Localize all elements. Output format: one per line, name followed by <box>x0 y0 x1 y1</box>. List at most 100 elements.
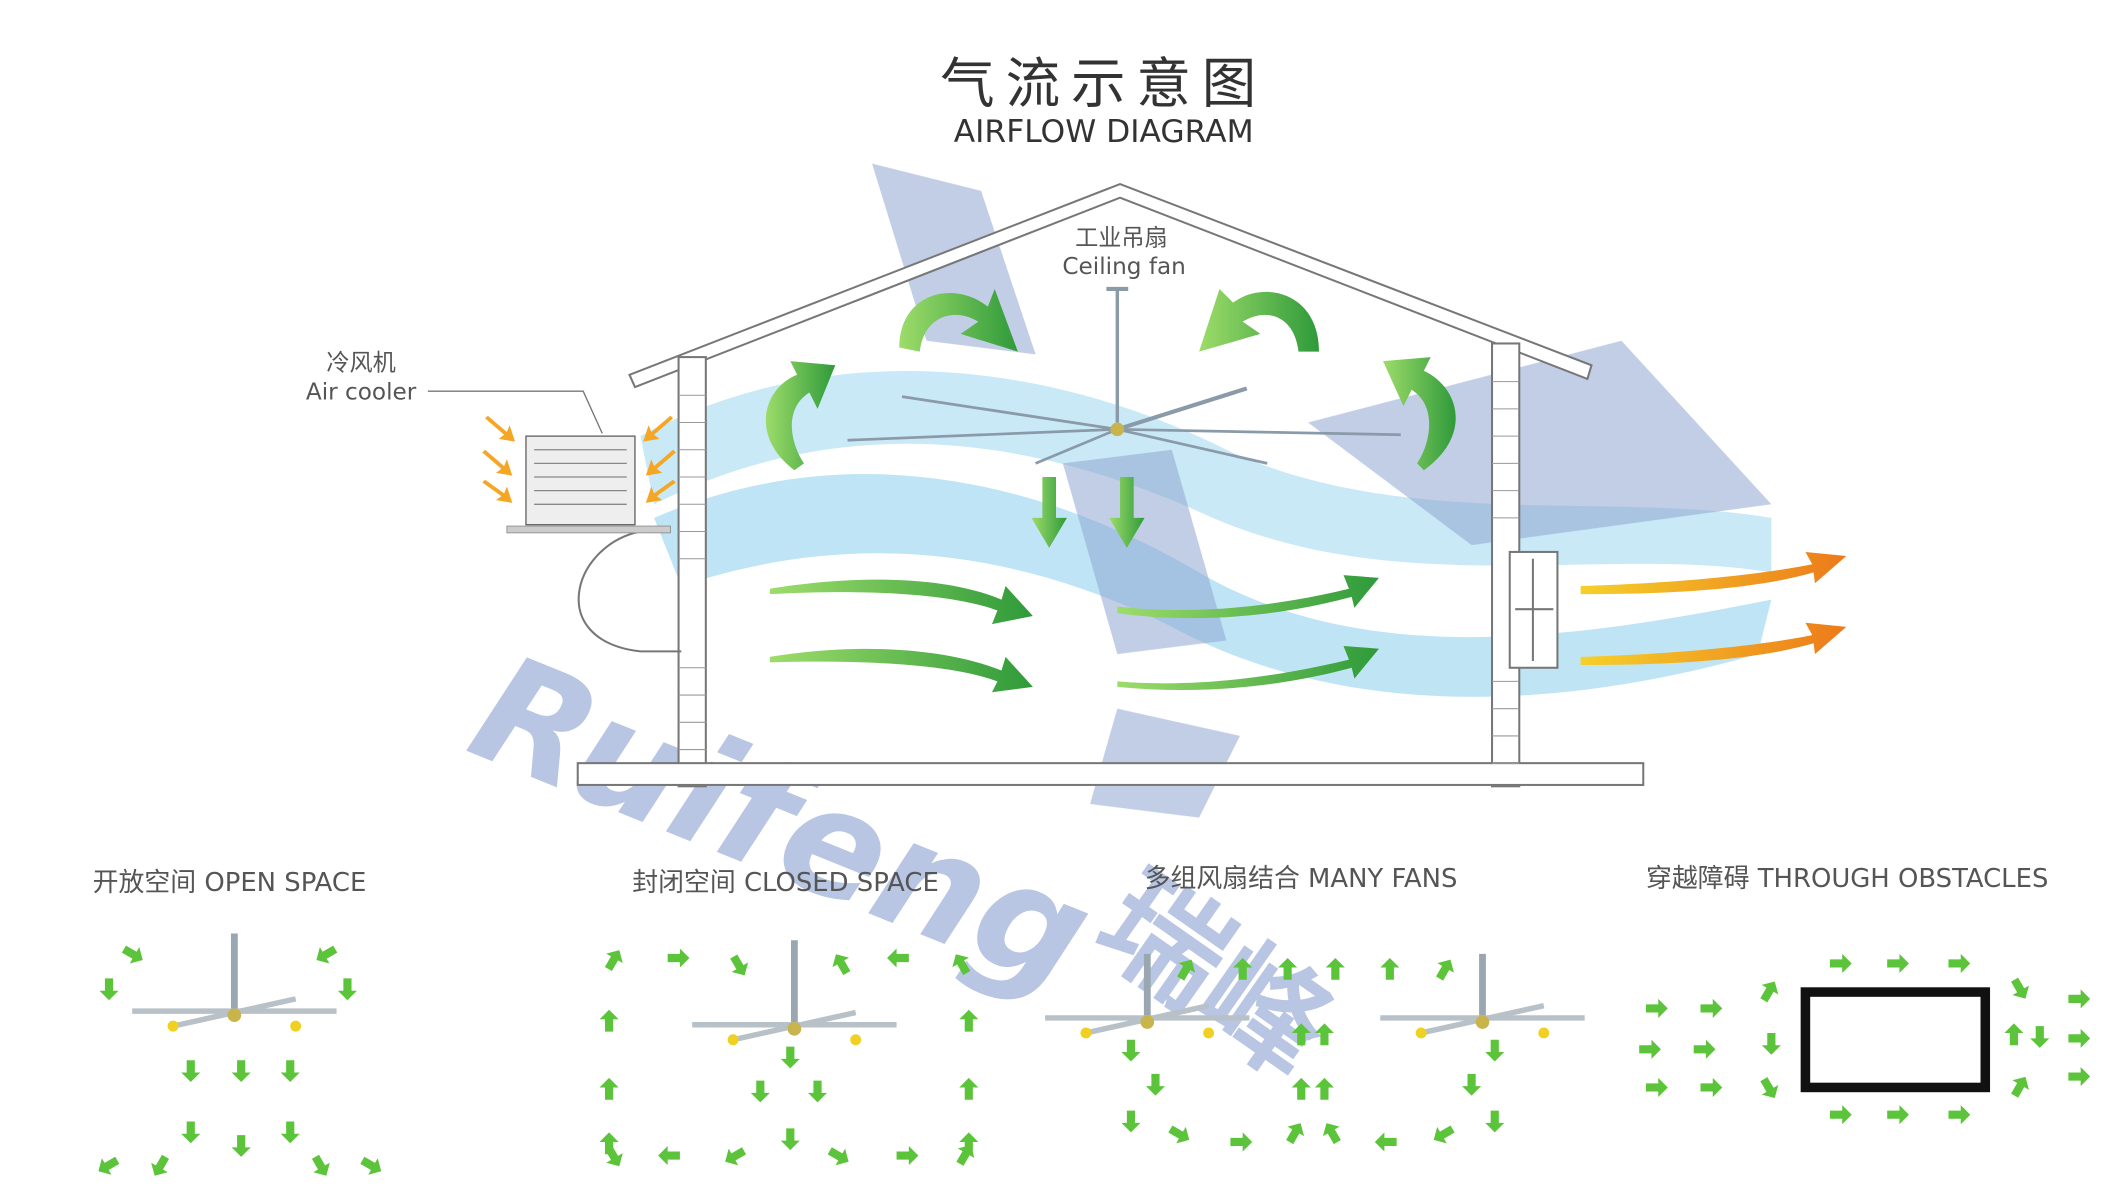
small-arrow-icon <box>600 945 628 974</box>
small-arrow-icon <box>1121 1039 1141 1062</box>
small-arrow-icon <box>119 940 148 969</box>
curved-arrow-icon <box>1383 357 1456 471</box>
small-arrow-icon <box>1700 998 1723 1018</box>
arrow-down-icon <box>1109 477 1145 548</box>
small-arrow-icon <box>808 1080 828 1103</box>
small-arrow-icon <box>720 1142 749 1170</box>
small-arrow-icon <box>667 948 690 968</box>
flow-arrow-icon <box>1117 575 1379 619</box>
small-arrow-icon <box>1639 1039 1661 1059</box>
small-arrow-icon <box>1314 1077 1334 1100</box>
small-arrow-icon <box>311 940 341 969</box>
small-arrow-icon <box>1887 1105 1909 1125</box>
small-arrow-icon <box>1428 1120 1458 1149</box>
small-arrow-icon <box>780 1128 800 1151</box>
small-arrow-icon <box>959 1009 979 1032</box>
small-arrow-icon <box>599 1009 619 1032</box>
small-arrow-icon <box>959 1077 979 1100</box>
panel-caption: 开放空间 OPEN SPACE <box>93 868 367 898</box>
small-arrow-icon <box>1761 1032 1781 1055</box>
small-arrow-icon <box>1755 976 1784 1006</box>
small-arrow-icon <box>1230 1132 1253 1152</box>
small-arrow-icon <box>827 949 856 978</box>
small-arrow-icon <box>1318 1118 1346 1147</box>
small-arrow-icon <box>780 1046 800 1069</box>
small-arrow-icon <box>1485 1039 1505 1062</box>
small-arrow-icon <box>181 1121 201 1144</box>
ceiling-fan <box>847 286 1401 465</box>
small-arrow-icon <box>337 978 357 1001</box>
air-cooler-label-zh: 冷风机 <box>326 351 395 377</box>
curved-arrow-icon <box>899 288 1018 352</box>
small-arrow-icon <box>280 1060 300 1082</box>
small-arrow-icon <box>357 1152 387 1180</box>
curved-arrow-icon <box>765 361 836 471</box>
panel-through-obstacles: 穿越障碍 THROUGH OBSTACLES <box>1646 864 2048 1093</box>
small-arrow-icon <box>599 1077 619 1100</box>
roof <box>628 182 1593 389</box>
panel-many-fans: 多组风扇结合 MANY FANS <box>1145 864 1458 894</box>
small-arrow-icon <box>1291 1077 1311 1100</box>
small-arrow-icon <box>1380 957 1400 980</box>
ceiling-fan-label-en: Ceiling fan <box>1062 254 1185 280</box>
cooler-leader-line <box>427 390 603 434</box>
mini-ceiling-fan-icon <box>692 940 897 1046</box>
small-arrow-icon <box>1374 1132 1397 1152</box>
panel-caption: 穿越障碍 THROUGH OBSTACLES <box>1646 864 2048 894</box>
small-arrow-icon <box>93 1152 123 1180</box>
panel-closed-space: 封闭空间 CLOSED SPACE <box>632 868 939 898</box>
small-arrow-icon <box>1165 1120 1195 1149</box>
small-arrow-icon <box>280 1121 300 1144</box>
small-arrow-icon <box>1462 1073 1482 1096</box>
small-arrow-icon <box>181 1060 201 1082</box>
building <box>576 182 1645 788</box>
small-arrow-icon <box>1645 1077 1668 1097</box>
exhaust-arrow-icon <box>1580 622 1847 666</box>
title-zh: 气流示意图 <box>940 51 1267 115</box>
mini-ceiling-fan-icon <box>132 933 337 1032</box>
small-arrow-icon <box>1431 954 1459 984</box>
small-arrow-icon <box>2004 1023 2024 1046</box>
small-arrow-icon <box>1485 1110 1505 1133</box>
small-arrow-icon <box>1829 1105 1852 1125</box>
small-arrow-icon <box>1700 1077 1723 1097</box>
small-arrow-icon <box>1948 1105 1971 1125</box>
flow-arrow-icon <box>1117 645 1379 690</box>
small-arrow-icon <box>1645 998 1668 1018</box>
small-arrow-icon <box>2068 1067 2091 1087</box>
exhaust-arrows <box>1580 551 1847 666</box>
small-arrow-icon <box>1755 1074 1784 1103</box>
obstacle-box <box>1800 987 1991 1093</box>
airflow-arrows <box>765 288 1456 693</box>
air-cooler-label-en: Air cooler <box>306 379 417 405</box>
small-arrow-icon <box>2006 974 2034 1004</box>
small-arrow-icon <box>146 1152 174 1181</box>
title-en: AIRFLOW DIAGRAM <box>954 114 1254 150</box>
small-arrow-icon <box>824 1142 854 1170</box>
flow-arrow-icon <box>769 579 1033 625</box>
mini-ceiling-fan-icon <box>1380 953 1585 1039</box>
small-arrow-icon <box>1281 1118 1309 1147</box>
small-arrow-icon <box>307 1152 335 1181</box>
panel-caption: 封闭空间 CLOSED SPACE <box>632 868 939 898</box>
panel-open-space: 开放空间 OPEN SPACE <box>93 868 367 898</box>
small-arrow-icon <box>1829 953 1852 973</box>
small-arrow-icon <box>2030 1026 2050 1048</box>
duct <box>577 530 682 653</box>
small-arrow-icon <box>99 978 119 1001</box>
air-cooler <box>482 415 676 534</box>
small-arrow-icon <box>750 1080 770 1103</box>
exhaust-arrow-icon <box>1580 551 1847 595</box>
small-arrow-icon <box>1948 953 1971 973</box>
small-arrow-icon <box>1693 1039 1716 1059</box>
small-arrow-icon <box>2068 989 2091 1009</box>
flow-arrow-icon <box>769 648 1033 693</box>
mini-ceiling-fan-icon <box>1045 953 1250 1039</box>
small-arrow-icon <box>658 1146 680 1166</box>
arrow-down-icon <box>1031 477 1067 548</box>
small-arrow-icon <box>725 951 753 981</box>
left-wall <box>677 356 707 788</box>
panel-caption: 多组风扇结合 MANY FANS <box>1145 864 1458 894</box>
floor <box>576 762 1645 786</box>
